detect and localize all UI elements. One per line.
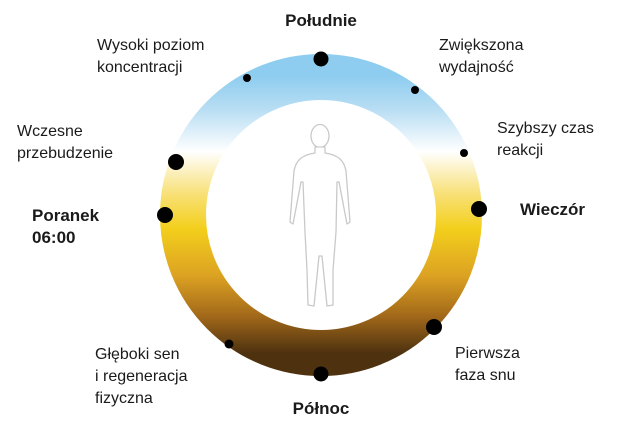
deep-sleep-line-3: fizyczna [95, 388, 188, 410]
morning-label: Poranek 06:00 [32, 205, 99, 249]
high-concentration-label: Wysoki poziom koncentracji [97, 35, 204, 79]
early-wakeup-dot [168, 154, 184, 170]
high-concentration-dot [243, 74, 251, 82]
deep-sleep-line-2: i regeneracja [95, 366, 188, 388]
midnight-dot [314, 367, 329, 382]
noon-label: Południe [271, 10, 371, 32]
morning-label-line-1: Poranek [32, 205, 99, 227]
noon-dot [314, 52, 329, 67]
human-silhouette-icon [290, 125, 350, 307]
deep-sleep-line-1: Głęboki sen [95, 344, 188, 366]
morning-label-line-2: 06:00 [32, 227, 99, 249]
high-concentration-line-1: Wysoki poziom [97, 35, 204, 57]
increased-efficiency-dot [411, 86, 419, 94]
faster-reaction-line-2: reakcji [497, 140, 594, 162]
increased-efficiency-line-1: Zwiększona [439, 35, 523, 57]
early-wakeup-line-2: przebudzenie [17, 143, 113, 165]
high-concentration-line-2: koncentracji [97, 57, 204, 79]
deep-sleep-label: Głęboki sen i regeneracja fizyczna [95, 344, 188, 410]
first-sleep-phase-dot [426, 319, 442, 335]
midnight-label: Północ [271, 398, 371, 420]
faster-reaction-label: Szybszy czas reakcji [497, 118, 594, 162]
morning-dot [157, 207, 173, 223]
first-sleep-phase-line-1: Pierwsza [455, 343, 520, 365]
deep-sleep-dot [225, 340, 234, 349]
evening-label: Wieczór [520, 199, 585, 221]
first-sleep-phase-label: Pierwsza faza snu [455, 343, 520, 387]
first-sleep-phase-line-2: faza snu [455, 365, 520, 387]
evening-dot [471, 201, 487, 217]
increased-efficiency-label: Zwiększona wydajność [439, 35, 523, 79]
faster-reaction-dot [460, 149, 468, 157]
increased-efficiency-line-2: wydajność [439, 57, 523, 79]
early-wakeup-label: Wczesne przebudzenie [17, 121, 113, 165]
faster-reaction-line-1: Szybszy czas [497, 118, 594, 140]
early-wakeup-line-1: Wczesne [17, 121, 113, 143]
